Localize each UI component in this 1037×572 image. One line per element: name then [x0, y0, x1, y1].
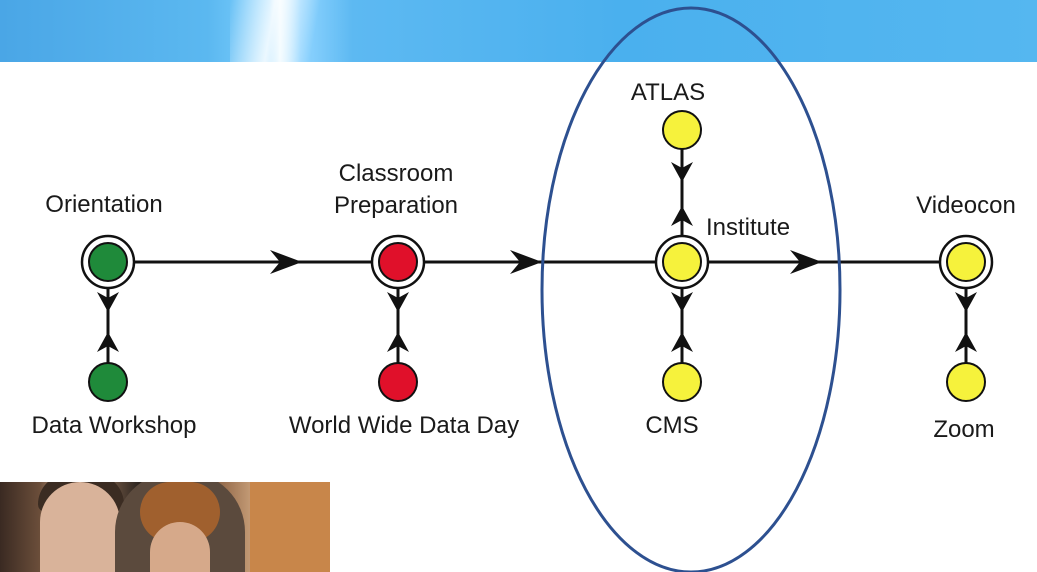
label-atlas: ATLAS [631, 79, 705, 106]
arrow-up-cms [671, 332, 693, 352]
arrow-up-institute [671, 206, 693, 226]
node-data-workshop [88, 362, 128, 402]
header-banner [0, 0, 1037, 62]
label-classroom-line2: Preparation [334, 192, 458, 219]
node-videocon [938, 234, 994, 290]
arrow-down-atlas [671, 162, 693, 182]
node-institute [654, 234, 710, 290]
label-classroom-line1: Classroom [339, 160, 454, 187]
arrow-up-workshop [97, 332, 119, 352]
label-zoom: Zoom [933, 416, 994, 443]
label-videocon: Videocon [916, 192, 1016, 219]
node-orientation [80, 234, 136, 290]
node-zoom [946, 362, 986, 402]
arrow-up-zoom [955, 332, 977, 352]
node-atlas [662, 110, 702, 150]
label-orientation: Orientation [45, 191, 162, 218]
label-institute: Institute [706, 214, 790, 241]
label-world-wide-data-day: World Wide Data Day [289, 412, 519, 439]
node-cms [662, 362, 702, 402]
arrow-classroom-to-institute [510, 250, 542, 274]
arrow-down-orientation [97, 292, 119, 312]
students-photo [0, 482, 330, 572]
highlight-ellipse [540, 6, 842, 572]
arrow-orientation-to-classroom [270, 250, 302, 274]
arrow-down-videocon [955, 292, 977, 312]
banner-light-streak [230, 0, 320, 62]
arrow-up-wwdd [387, 332, 409, 352]
arrow-down-classroom [387, 292, 409, 312]
node-classroom-preparation [370, 234, 426, 290]
node-world-wide-data-day [378, 362, 418, 402]
label-data-workshop: Data Workshop [32, 412, 197, 439]
label-cms: CMS [645, 412, 698, 439]
arrow-down-institute [671, 292, 693, 312]
arrow-institute-to-videocon [790, 250, 822, 274]
